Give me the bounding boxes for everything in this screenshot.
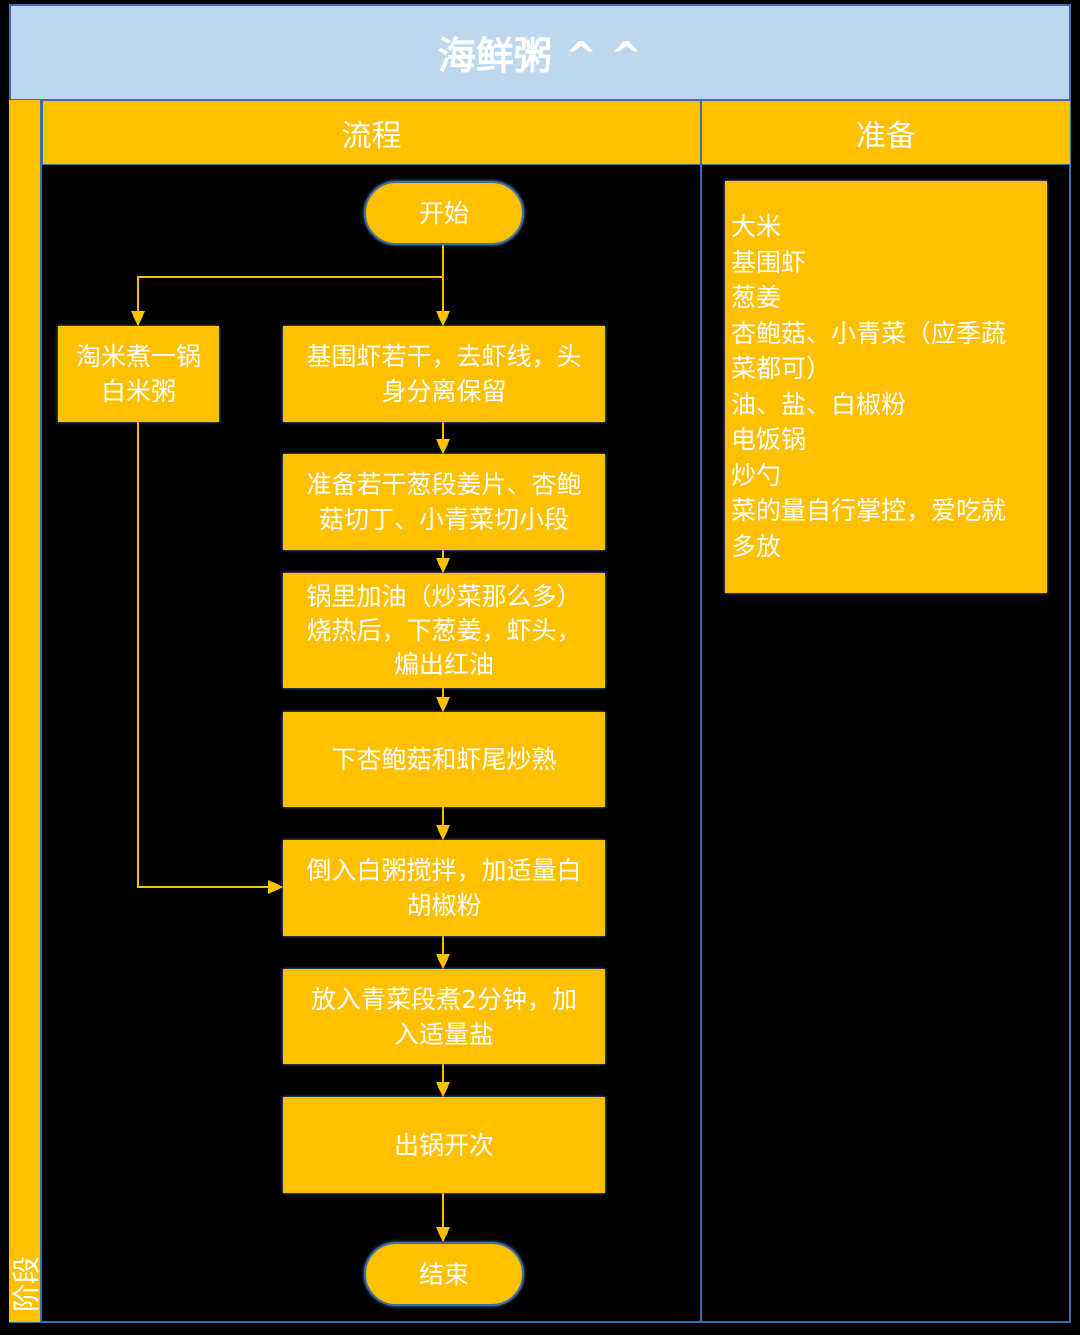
column-divider <box>700 100 702 1322</box>
prep-item: 电饭锅 <box>731 425 807 454</box>
prep-list-box: 大米 基围虾 葱姜 杏鲍菇、小青菜（应季蔬 菜都可） 油、盐、白椒粉 电饭锅 炒… <box>725 181 1047 593</box>
connector-rice-to-step5 <box>137 422 283 892</box>
start-label: 开始 <box>418 198 469 228</box>
prep-item: 杏鲍菇、小青菜（应季蔬 <box>731 318 1007 348</box>
step-box-7: 出锅开次 <box>283 1097 605 1193</box>
step-line: 准备若干葱段姜片、杏鲍 <box>306 470 582 499</box>
step-line: 烧热后，下葱姜，虾头， <box>306 615 582 645</box>
rice-step-box: 淘米煮一锅 白米粥 <box>58 326 219 422</box>
step-box-6: 放入青菜段煮2分钟，加 入适量盐 <box>283 969 605 1064</box>
step-line: 下杏鲍菇和虾尾炒熟 <box>331 745 557 774</box>
prep-item: 炒勺 <box>731 460 782 490</box>
step-line: 倒入白粥搅拌，加适量白 <box>306 856 582 885</box>
step-line: 基围虾若干，去虾线，头 <box>306 342 582 371</box>
step-line: 锅里加油（炒菜那么多） <box>306 581 582 611</box>
step-box-4: 下杏鲍菇和虾尾炒熟 <box>283 712 605 807</box>
end-label: 结束 <box>418 1259 469 1289</box>
step-line: 身分离保留 <box>381 377 507 406</box>
connector-start-to-rice <box>133 276 443 326</box>
step-box-1: 基围虾若干，去虾线，头 身分离保留 <box>283 326 605 422</box>
step-line: 入适量盐 <box>393 1019 494 1049</box>
header-prep: 准备 <box>701 100 1071 165</box>
prep-item: 基围虾 <box>731 247 807 277</box>
step-line: 菇切丁、小青菜切小段 <box>318 505 569 534</box>
step-box-3: 锅里加油（炒菜那么多） 烧热后，下葱姜，虾头， 煸出红油 <box>283 573 605 688</box>
rice-line: 淘米煮一锅 <box>75 342 201 371</box>
step-line: 胡椒粉 <box>406 891 482 920</box>
end-node: 结束 <box>364 1242 524 1306</box>
start-node: 开始 <box>364 181 524 245</box>
rice-line: 白米粥 <box>100 377 176 406</box>
phase-lane: 阶段 <box>9 100 43 1322</box>
step-box-2: 准备若干葱段姜片、杏鲍 菇切丁、小青菜切小段 <box>283 454 605 550</box>
step-line: 煸出红油 <box>393 649 494 679</box>
prep-item: 菜都可） <box>731 354 832 383</box>
prep-item: 油、盐、白椒粉 <box>731 389 907 419</box>
prep-item: 大米 <box>731 212 782 241</box>
step-line: 放入青菜段煮2分钟，加 <box>311 984 577 1014</box>
header-process: 流程 <box>42 100 701 165</box>
prep-item: 葱姜 <box>731 283 782 312</box>
prep-item: 多放 <box>731 531 782 561</box>
step-box-5: 倒入白粥搅拌，加适量白 胡椒粉 <box>283 840 605 936</box>
prep-item: 菜的量自行掌控，爱吃就 <box>731 496 1007 525</box>
step-line: 出锅开次 <box>393 1130 494 1160</box>
